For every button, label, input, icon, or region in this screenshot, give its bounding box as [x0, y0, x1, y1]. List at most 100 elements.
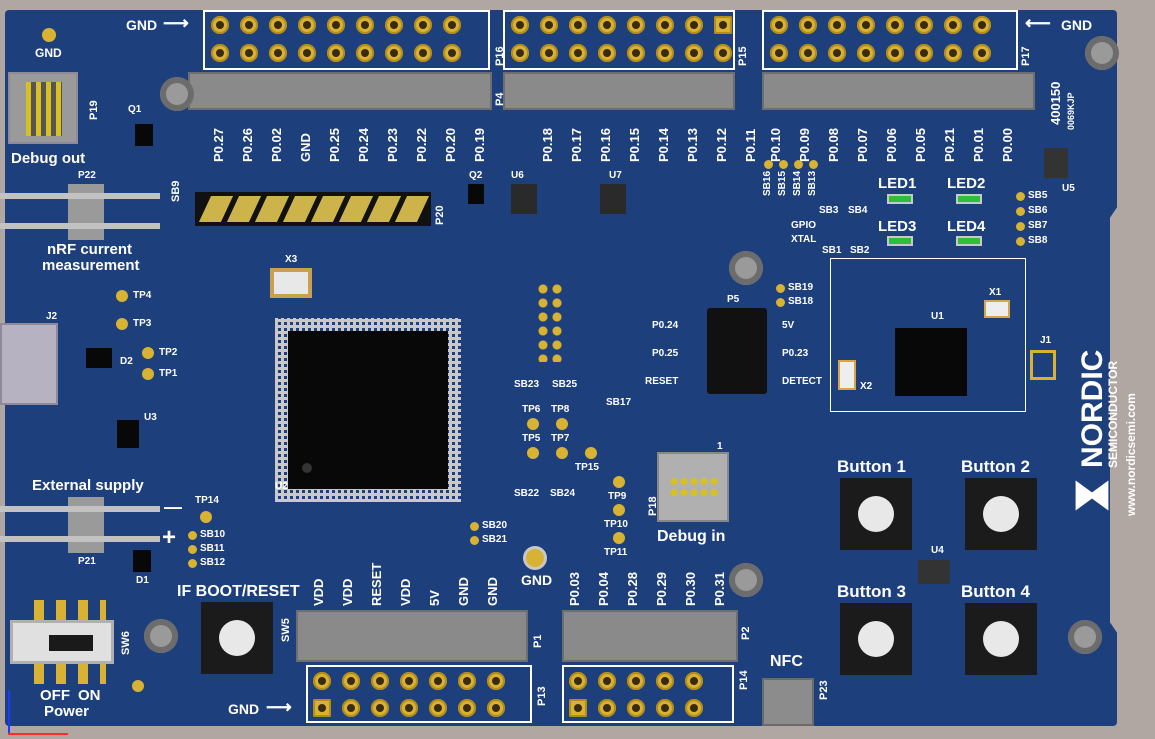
- test-point-tp11[interactable]: [613, 532, 625, 544]
- header-pin[interactable]: [327, 16, 345, 34]
- header-pin[interactable]: [240, 16, 258, 34]
- test-point-tp1[interactable]: [142, 368, 154, 380]
- test-point-tp3[interactable]: [116, 318, 128, 330]
- header-pin[interactable]: [915, 44, 933, 62]
- header-pin[interactable]: [211, 16, 229, 34]
- power-switch-sw6[interactable]: [10, 620, 114, 664]
- header-pin[interactable]: [799, 44, 817, 62]
- header-pin[interactable]: [511, 44, 529, 62]
- header-pin[interactable]: [598, 699, 616, 717]
- header-pin[interactable]: [342, 672, 360, 690]
- test-point-tp15[interactable]: [585, 447, 597, 459]
- header-pin[interactable]: [342, 699, 360, 717]
- header-pin[interactable]: [685, 16, 703, 34]
- header-pin[interactable]: [828, 44, 846, 62]
- header-pin[interactable]: [371, 672, 389, 690]
- header-pin[interactable]: [327, 44, 345, 62]
- header-pin[interactable]: [414, 44, 432, 62]
- header-pin[interactable]: [944, 16, 962, 34]
- header-pin[interactable]: [429, 672, 447, 690]
- header-pin[interactable]: [685, 672, 703, 690]
- header-pin[interactable]: [487, 699, 505, 717]
- button-cap[interactable]: [858, 621, 894, 657]
- header-pin[interactable]: [627, 699, 645, 717]
- header-pin[interactable]: [656, 672, 674, 690]
- header-pin[interactable]: [857, 44, 875, 62]
- header-pin[interactable]: [400, 672, 418, 690]
- header-pin[interactable]: [973, 44, 991, 62]
- test-point-tp10[interactable]: [613, 504, 625, 516]
- gnd-test-point[interactable]: [42, 28, 56, 42]
- header-pin[interactable]: [627, 16, 645, 34]
- button1[interactable]: [840, 478, 912, 550]
- header-pin[interactable]: [770, 44, 788, 62]
- if-boot-reset-button[interactable]: [201, 602, 273, 674]
- header-pin[interactable]: [269, 44, 287, 62]
- p21-pin[interactable]: [0, 506, 160, 512]
- header-pin[interactable]: [857, 16, 875, 34]
- header-pin[interactable]: [685, 699, 703, 717]
- test-point-tp6[interactable]: [527, 418, 539, 430]
- header-pin[interactable]: [799, 16, 817, 34]
- button-cap[interactable]: [219, 620, 255, 656]
- header-pin[interactable]: [915, 16, 933, 34]
- button4[interactable]: [965, 603, 1037, 675]
- header-pin[interactable]: [313, 699, 331, 717]
- header-pin[interactable]: [569, 672, 587, 690]
- header-pin[interactable]: [598, 672, 616, 690]
- header-pin[interactable]: [240, 44, 258, 62]
- header-pin[interactable]: [598, 44, 616, 62]
- usb-connector-j2[interactable]: [0, 323, 58, 405]
- test-point-tp4[interactable]: [116, 290, 128, 302]
- header-pin[interactable]: [540, 44, 558, 62]
- test-point-gnd-left[interactable]: [132, 680, 144, 692]
- header-pin[interactable]: [356, 16, 374, 34]
- header-pin[interactable]: [656, 44, 674, 62]
- header-pin[interactable]: [714, 16, 732, 34]
- header-pin[interactable]: [886, 44, 904, 62]
- header-pin[interactable]: [443, 16, 461, 34]
- test-point-tp14[interactable]: [200, 511, 212, 523]
- p22-pin[interactable]: [0, 193, 160, 199]
- header-pin[interactable]: [511, 16, 529, 34]
- header-pin[interactable]: [540, 16, 558, 34]
- header-pin[interactable]: [656, 699, 674, 717]
- header-pin[interactable]: [656, 16, 674, 34]
- header-pin[interactable]: [269, 16, 287, 34]
- header-pin[interactable]: [627, 672, 645, 690]
- test-point-tp8[interactable]: [556, 418, 568, 430]
- header-pin[interactable]: [371, 699, 389, 717]
- button2[interactable]: [965, 478, 1037, 550]
- header-pin[interactable]: [886, 16, 904, 34]
- gnd-test-point-bottom[interactable]: [526, 549, 544, 567]
- header-pin[interactable]: [714, 44, 732, 62]
- debug-in-connector[interactable]: [657, 452, 729, 522]
- p21-pin[interactable]: [0, 536, 160, 542]
- header-pin[interactable]: [973, 16, 991, 34]
- header-pin[interactable]: [685, 44, 703, 62]
- header-pin[interactable]: [443, 44, 461, 62]
- header-pin[interactable]: [828, 16, 846, 34]
- header-pin[interactable]: [944, 44, 962, 62]
- header-pin[interactable]: [598, 16, 616, 34]
- p22-pin[interactable]: [0, 223, 160, 229]
- test-point-tp2[interactable]: [142, 347, 154, 359]
- header-pin[interactable]: [385, 16, 403, 34]
- header-pin[interactable]: [458, 699, 476, 717]
- header-pin[interactable]: [414, 16, 432, 34]
- test-point-tp7[interactable]: [556, 447, 568, 459]
- header-pin[interactable]: [487, 672, 505, 690]
- button-cap[interactable]: [983, 621, 1019, 657]
- header-pin[interactable]: [298, 16, 316, 34]
- header-pin[interactable]: [569, 16, 587, 34]
- test-point-tp9[interactable]: [613, 476, 625, 488]
- header-pin[interactable]: [569, 44, 587, 62]
- test-point-tp5[interactable]: [527, 447, 539, 459]
- header-pin[interactable]: [770, 16, 788, 34]
- button-cap[interactable]: [983, 496, 1019, 532]
- header-pin[interactable]: [429, 699, 447, 717]
- header-pin[interactable]: [385, 44, 403, 62]
- button3[interactable]: [840, 603, 912, 675]
- header-p5[interactable]: [707, 308, 767, 394]
- header-pin[interactable]: [627, 44, 645, 62]
